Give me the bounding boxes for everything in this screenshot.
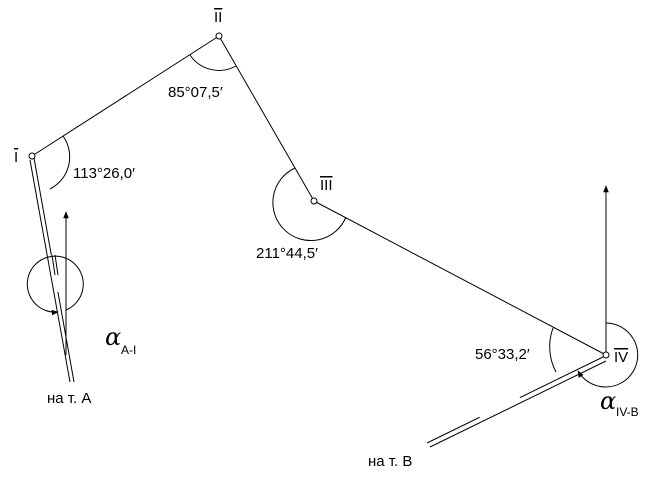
- line-to-point-a: [29, 157, 75, 383]
- leg-2-3: [218, 35, 315, 202]
- station-label-3: III: [320, 177, 333, 194]
- station-marker-4: [602, 351, 610, 359]
- leg-3-4: [313, 200, 607, 356]
- traverse-lines: [31, 35, 607, 356]
- angle-value-1: 113°26,0′: [73, 165, 135, 182]
- station-label-4: IV: [614, 349, 628, 366]
- alpha-symbol-b: α: [600, 387, 616, 415]
- alpha-b-arc: [577, 322, 639, 388]
- angle-arc-3: [272, 167, 347, 242]
- station-label-1: I: [14, 149, 18, 166]
- caption-to-point-a: на т. А: [47, 390, 91, 407]
- alpha-symbol-a: α: [105, 323, 121, 351]
- caption-to-point-b: на т. В: [368, 453, 412, 470]
- alpha-a-arc: [26, 255, 84, 316]
- alpha-subscript-b: IV-B: [616, 405, 639, 419]
- angle-value-4: 56°33,2′: [475, 346, 530, 363]
- angle-arc-4: [549, 327, 557, 373]
- angle-arc-1: [49, 135, 71, 190]
- station-marker-2: [215, 32, 223, 40]
- alpha-subscript-a: A-I: [121, 343, 136, 357]
- angle-arc-2: [189, 54, 237, 71]
- angle-value-2: 85°07,5′: [168, 84, 223, 101]
- angle-value-3: 211°44,5′: [256, 245, 318, 262]
- station-marker-1: [28, 152, 36, 160]
- station-marker-3: [310, 197, 318, 205]
- line-to-point-b: [426, 356, 607, 448]
- station-label-2: II: [214, 9, 222, 26]
